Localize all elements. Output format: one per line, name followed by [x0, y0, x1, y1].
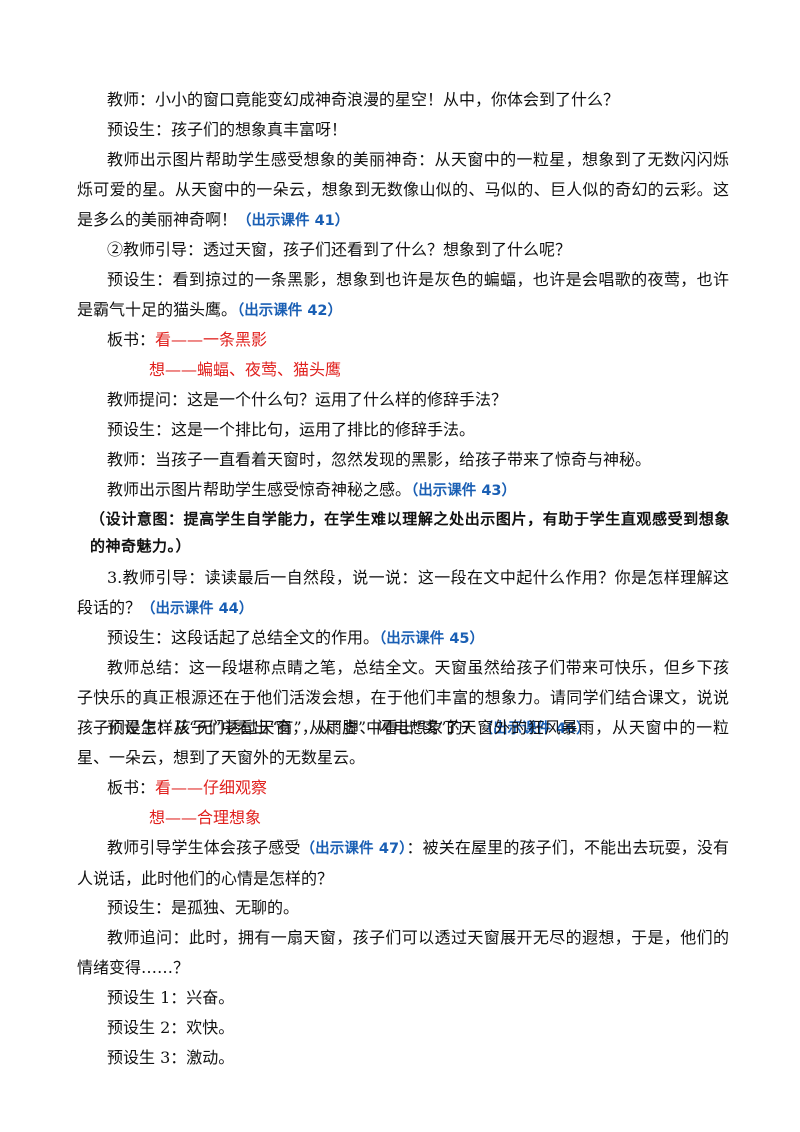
paragraph-preset-answer-2: 预设生 2：欢快。 [77, 1013, 729, 1043]
blackboard-item: 想——蝙蝠、夜莺、猫头鹰 [149, 360, 342, 379]
blackboard-notes-2: 板书：看——仔细观察 [77, 773, 729, 803]
paragraph-teacher-guide: 教师引导学生体会孩子感受（出示课件 47）：被关在屋里的孩子们，不能出去玩耍，没… [77, 833, 729, 894]
blackboard-notes-2-line2: 想——合理想象 [149, 803, 729, 833]
text: 教师：小小的窗口竟能变幻成神奇浪漫的星空！从中，你体会到了什么？ [107, 90, 620, 109]
text: 预设生：孩子们透过天窗，从雨脚、闪电想象了天窗外的狂风暴雨，从天窗中的一粒星、一… [77, 718, 729, 767]
text: 预设生：看到掠过的一条黑影，想象到也许是灰色的蝙蝠，也许是会唱歌的夜莺，也许是霸… [77, 270, 729, 319]
text: 3.教师引导：读读最后一自然段，说一说：这一段在文中起什么作用？你是怎样理解这段… [77, 568, 729, 617]
courseware-tag: （出示课件 41） [237, 213, 350, 229]
paragraph-teacher-followup: 教师追问：此时，拥有一扇天窗，孩子们可以透过天窗展开无尽的遐想，于是，他们的情绪… [77, 923, 729, 983]
text: 教师引导学生体会孩子感受 [107, 838, 301, 857]
text: 教师出示图片帮助学生感受惊奇神秘之感。 [107, 480, 412, 499]
paragraph-teacher: 教师：当孩子一直看着天窗时，忽然发现的黑影，给孩子带来了惊奇与神秘。 [77, 445, 729, 475]
courseware-tag: （出示课件 42） [237, 303, 342, 319]
paragraph-teacher-show-image: 教师出示图片帮助学生感受想象的美丽神奇：从天窗中的一粒星，想象到了无数闪闪烁烁可… [77, 145, 729, 236]
courseware-tag: （出示课件 43） [411, 483, 516, 499]
design-intent-note: （设计意图：提高学生自学能力，在学生难以理解之处出示图片，有助于学生直观感受到想… [90, 506, 730, 560]
courseware-tag: （出示课件 46） [478, 721, 591, 737]
paragraph-preset-answer: 预设生：孩子们的想象真丰富呀！ [77, 115, 729, 145]
paragraph-teacher-guide: 3.教师引导：读读最后一自然段，说一说：这一段在文中起什么作用？你是怎样理解这段… [77, 563, 729, 624]
blackboard-item: 想——合理想象 [149, 808, 262, 827]
text: 预设生：这段话起了总结全文的作用。 [107, 628, 380, 647]
text: 预设生：孩子们的想象真丰富呀！ [107, 120, 348, 139]
blackboard-label: 板书： [107, 330, 156, 349]
text: 预设生 2：欢快。 [107, 1018, 235, 1037]
text: （设计意图：提高学生自学能力，在学生难以理解之处出示图片，有助于学生直观感受到想… [90, 510, 730, 555]
text: 教师：当孩子一直看着天窗时，忽然发现的黑影，给孩子带来了惊奇与神秘。 [107, 450, 652, 469]
blackboard-notes-1-line2: 想——蝙蝠、夜莺、猫头鹰 [149, 355, 729, 385]
courseware-tag: （出示课件 44） [141, 601, 254, 617]
paragraph-teacher-question: 教师提问：这是一个什么句？运用了什么样的修辞手法？ [77, 385, 729, 415]
paragraph-teacher-show-image: 教师出示图片帮助学生感受惊奇神秘之感。（出示课件 43） [77, 475, 729, 506]
paragraph-preset-answer: 预设生：是孤独、无聊的。 [77, 893, 729, 923]
blackboard-item: 看——一条黑影 [155, 330, 268, 349]
courseware-tag: （出示课件 47） [300, 841, 407, 857]
paragraph-preset-answer: 预设生：这是一个排比句，运用了排比的修辞手法。 [77, 415, 729, 445]
courseware-tag: （出示课件 45） [379, 631, 484, 647]
blackboard-notes-1: 板书：看——一条黑影 [77, 325, 729, 355]
paragraph-preset-answer: 预设生：看到掠过的一条黑影，想象到也许是灰色的蝙蝠，也许是会唱歌的夜莺，也许是霸… [77, 265, 729, 326]
paragraph-teacher-summary: 教师总结：这一段堪称点睛之笔，总结全文。天窗虽然给孩子们带来可快乐，但乡下孩子快… [77, 653, 729, 744]
paragraph-teacher-guide: ②教师引导：透过天窗，孩子们还看到了什么？想象到了什么呢？ [77, 235, 729, 265]
paragraph-preset-answer-3: 预设生 3：激动。 [77, 1043, 729, 1073]
paragraph-preset-answer-1: 预设生 1：兴奋。 [77, 983, 729, 1013]
text: 教师提问：这是一个什么句？运用了什么样的修辞手法？ [107, 390, 508, 409]
text: 预设生：是孤独、无聊的。 [107, 898, 300, 917]
paragraph-preset-answer: 预设生：孩子们透过天窗，从雨脚、闪电想象了天窗外的狂风暴雨，从天窗中的一粒星、一… [77, 713, 729, 773]
blackboard-label: 板书： [107, 778, 156, 797]
text: ②教师引导：透过天窗，孩子们还看到了什么？想象到了什么呢？ [107, 240, 572, 259]
text: 预设生 1：兴奋。 [107, 988, 235, 1007]
paragraph-teacher-question: 教师：小小的窗口竟能变幻成神奇浪漫的星空！从中，你体会到了什么？ [77, 85, 729, 115]
paragraph-preset-answer: 预设生：这段话起了总结全文的作用。（出示课件 45） [77, 623, 729, 654]
blackboard-item: 看——仔细观察 [155, 778, 268, 797]
text: 预设生：这是一个排比句，运用了排比的修辞手法。 [107, 420, 476, 439]
text: ：被关在屋里的孩子们，不能出去玩耍，没有人说话，此时他们的心情是怎样的？ [77, 838, 729, 888]
text: 教师追问：此时，拥有一扇天窗，孩子们可以透过天窗展开无尽的遐想，于是，他们的情绪… [77, 928, 729, 977]
text: 教师总结：这一段堪称点睛之笔，总结全文。天窗虽然给孩子们带来可快乐，但乡下孩子快… [77, 658, 729, 737]
text: 教师出示图片帮助学生感受想象的美丽神奇：从天窗中的一粒星，想象到了无数闪闪烁烁可… [77, 150, 729, 229]
text: 预设生 3：激动。 [107, 1048, 235, 1067]
